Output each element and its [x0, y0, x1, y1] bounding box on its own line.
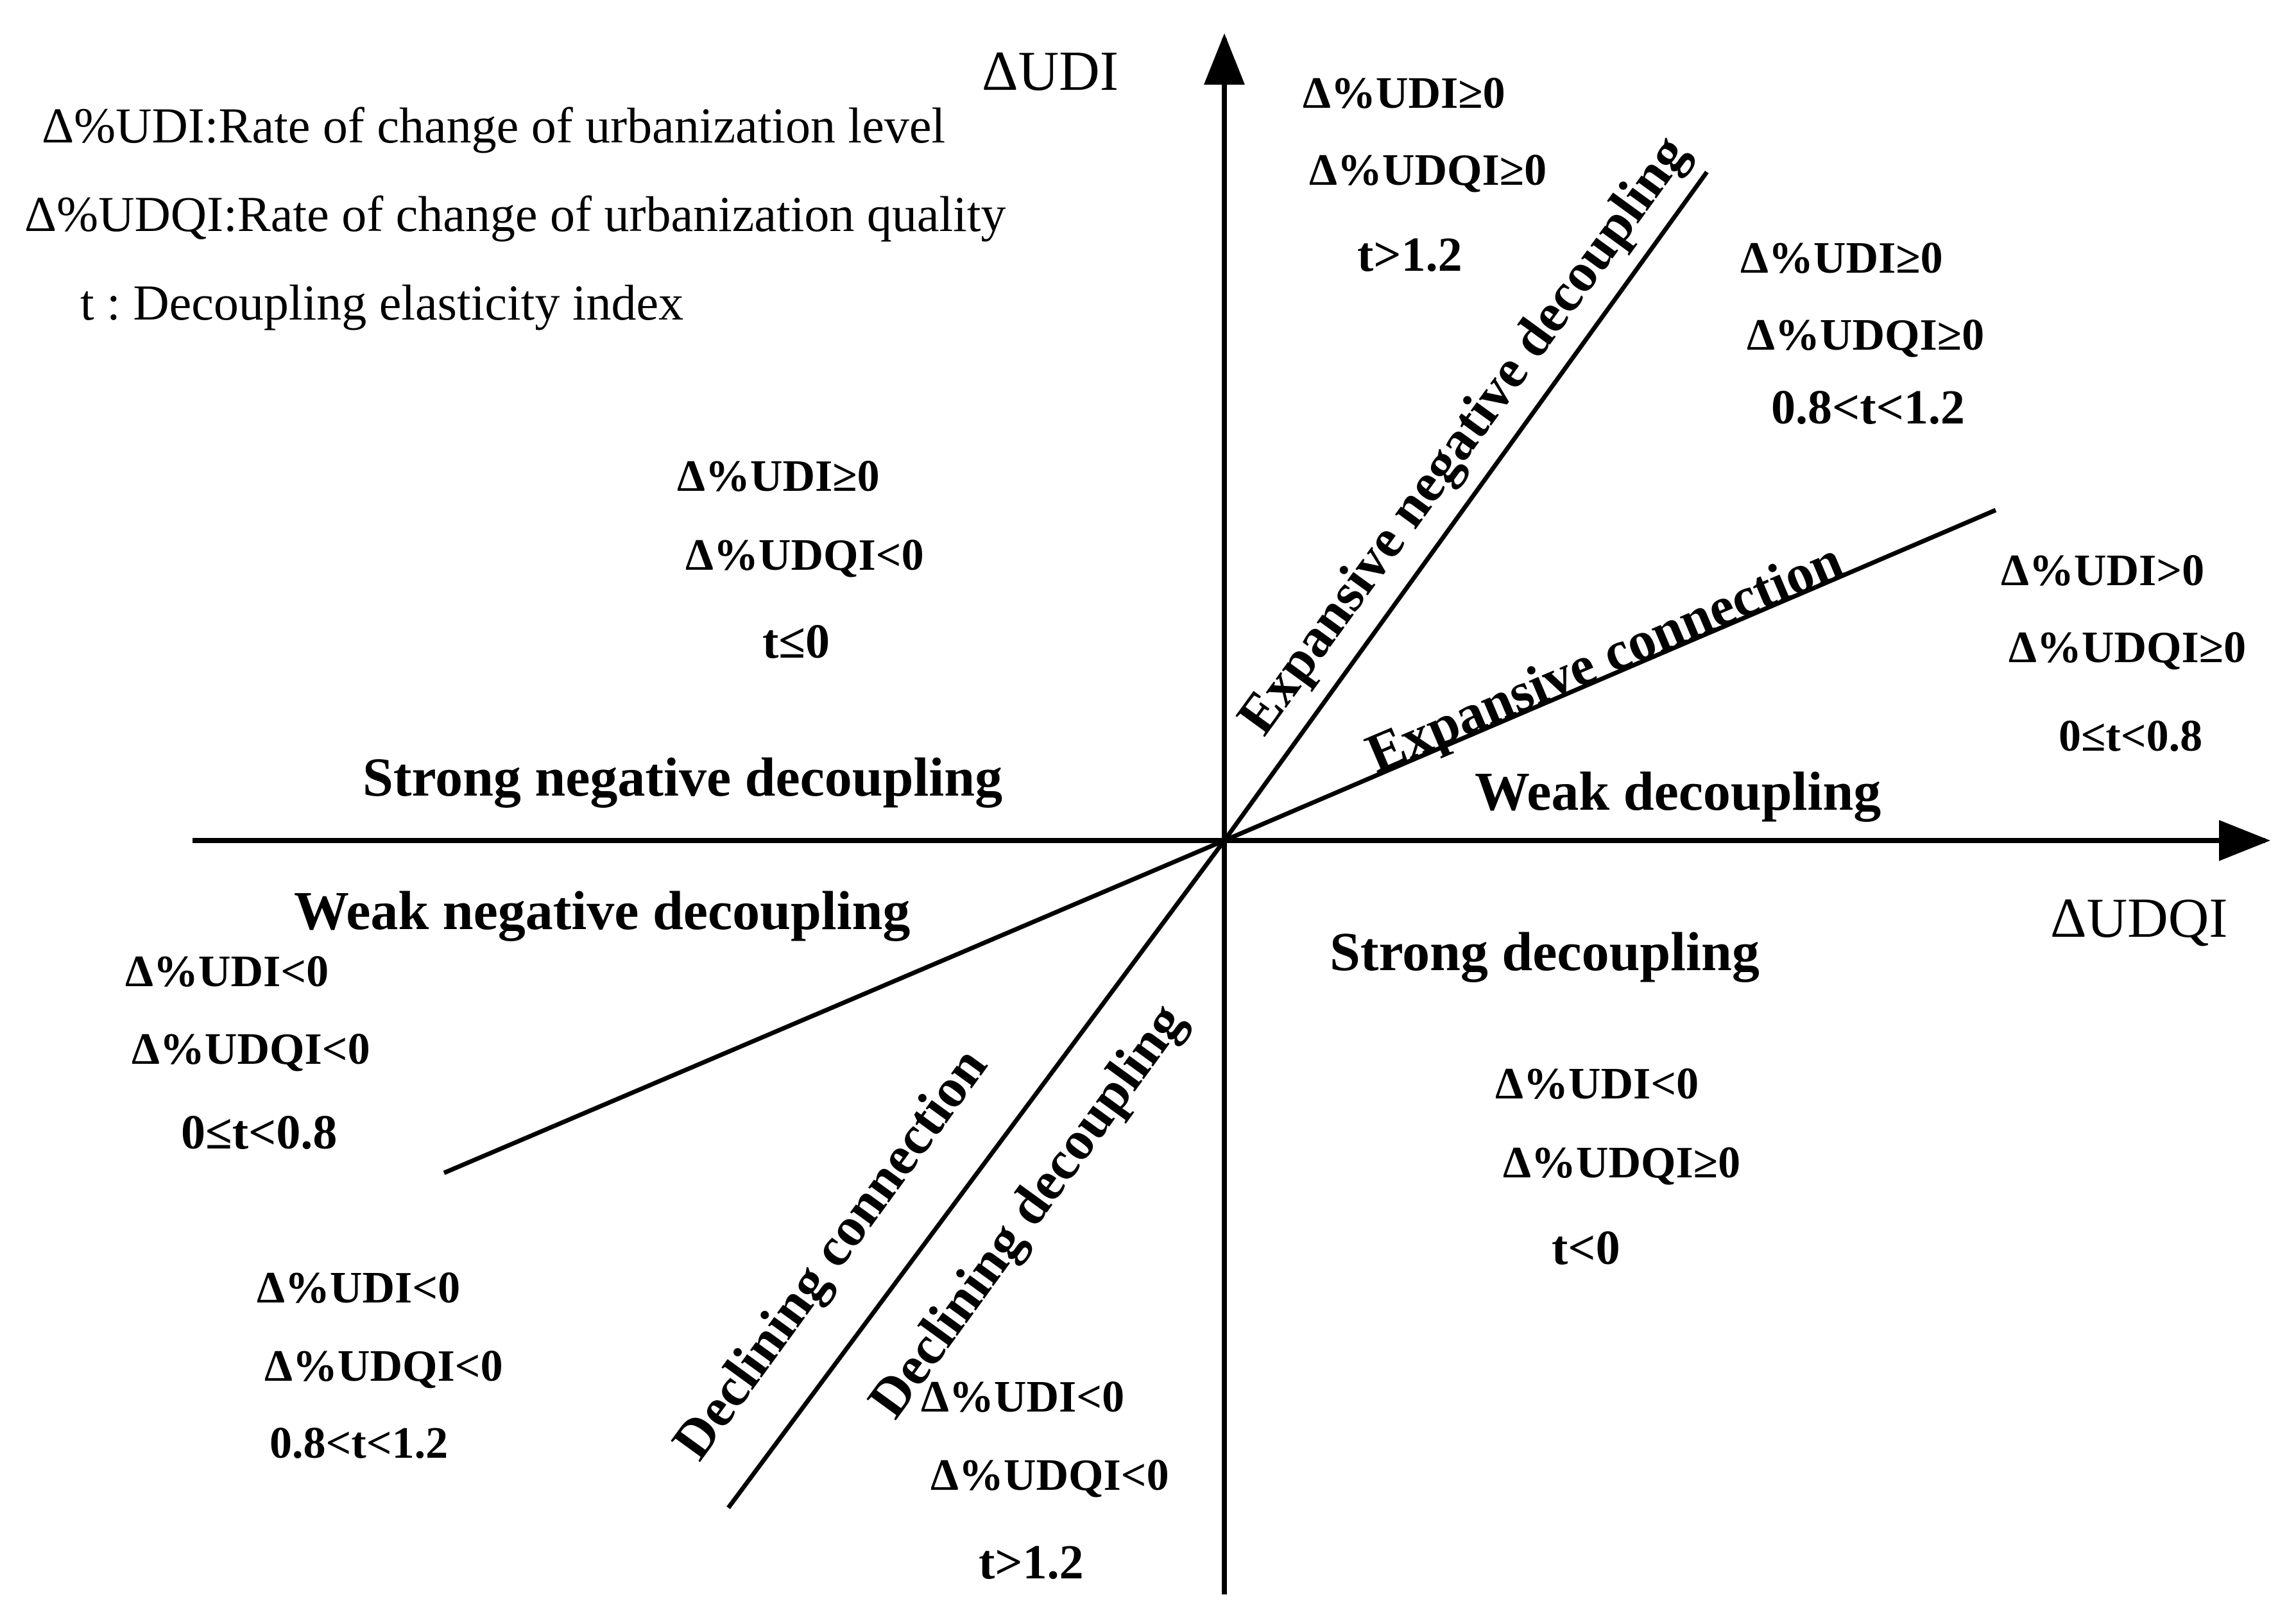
region-label-strong-negative-decoupling: Strong negative decoupling	[363, 746, 1002, 808]
region-label-declining-decoupling: Declining decoupling	[855, 991, 1196, 1428]
condition-t: 0.8<t<1.2	[1771, 380, 1965, 434]
condition-t: 0≤t<0.8	[181, 1106, 337, 1159]
legend-item-udqi: Δ%UDQI:Rate of change of urbanization qu…	[24, 186, 1006, 242]
conditions-expansive-negative: Δ%UDI≥0 Δ%UDQI≥0 t>1.2	[1303, 69, 1546, 282]
condition-t: t>1.2	[979, 1535, 1084, 1589]
legend-item-t: t : Decoupling elasticity index	[80, 275, 683, 330]
conditions-strong-negative: Δ%UDI≥0 Δ%UDQI<0 t≤0	[677, 452, 924, 669]
boundary-line-weak-negative	[443, 838, 1226, 1175]
condition-udi: Δ%UDI≥0	[677, 452, 880, 501]
condition-udqi: Δ%UDQI≥0	[1309, 146, 1546, 195]
condition-udi: Δ%UDI<0	[921, 1372, 1124, 1422]
conditions-strong-decoupling: Δ%UDI<0 Δ%UDQI≥0 t<0	[1495, 1059, 1740, 1275]
region-label-expansive-connection: Expansive connection	[1357, 528, 1851, 784]
conditions-declining-connection: Δ%UDI<0 Δ%UDQI<0 0.8<t<1.2	[257, 1263, 503, 1468]
condition-udi: Δ%UDI<0	[257, 1263, 460, 1313]
y-axis-label: ΔUDI	[982, 40, 1118, 103]
condition-udi: Δ%UDI≥0	[1740, 234, 1943, 283]
boundary-line-expansive-connection	[1223, 508, 1997, 843]
conditions-weak-decoupling: Δ%UDI>0 Δ%UDQI≥0 0≤t<0.8	[2001, 546, 2246, 761]
condition-udqi: Δ%UDQI≥0	[1503, 1138, 1740, 1188]
boundary-line-declining	[726, 839, 1226, 1510]
condition-t: t<0	[1552, 1221, 1620, 1275]
boundary-line-expansive-negative	[1222, 170, 1709, 842]
condition-udqi: Δ%UDQI≥0	[1747, 311, 1984, 360]
condition-udi: Δ%UDI<0	[1495, 1059, 1699, 1109]
condition-t: t≤0	[762, 615, 830, 669]
condition-udqi: Δ%UDQI<0	[930, 1451, 1169, 1500]
x-axis-label: ΔUDQI	[2050, 887, 2228, 950]
condition-udqi: Δ%UDQI<0	[264, 1342, 503, 1391]
conditions-expansive-connection: Δ%UDI≥0 Δ%UDQI≥0 0.8<t<1.2	[1740, 234, 1984, 434]
condition-udi: Δ%UDI<0	[125, 947, 329, 996]
condition-udqi: Δ%UDQI<0	[685, 531, 924, 580]
condition-udqi: Δ%UDQI≥0	[2009, 623, 2246, 672]
region-label-weak-decoupling: Weak decoupling	[1475, 760, 1881, 822]
condition-t: t>1.2	[1357, 228, 1462, 282]
conditions-weak-negative: Δ%UDI<0 Δ%UDQI<0 0≤t<0.8	[125, 947, 370, 1159]
conditions-declining-decoupling: Δ%UDI<0 Δ%UDQI<0 t>1.2	[921, 1372, 1169, 1589]
region-label-strong-decoupling: Strong decoupling	[1330, 921, 1760, 982]
condition-t: 0.8<t<1.2	[270, 1419, 448, 1468]
region-label-weak-negative-decoupling: Weak negative decoupling	[294, 880, 910, 941]
condition-udi: Δ%UDI≥0	[1303, 69, 1505, 118]
legend: Δ%UDI:Rate of change of urbanization lev…	[24, 98, 1006, 330]
condition-udi: Δ%UDI>0	[2001, 546, 2204, 595]
condition-t: 0≤t<0.8	[2059, 712, 2202, 761]
condition-udqi: Δ%UDQI<0	[132, 1025, 370, 1074]
legend-item-udi: Δ%UDI:Rate of change of urbanization lev…	[42, 98, 945, 153]
